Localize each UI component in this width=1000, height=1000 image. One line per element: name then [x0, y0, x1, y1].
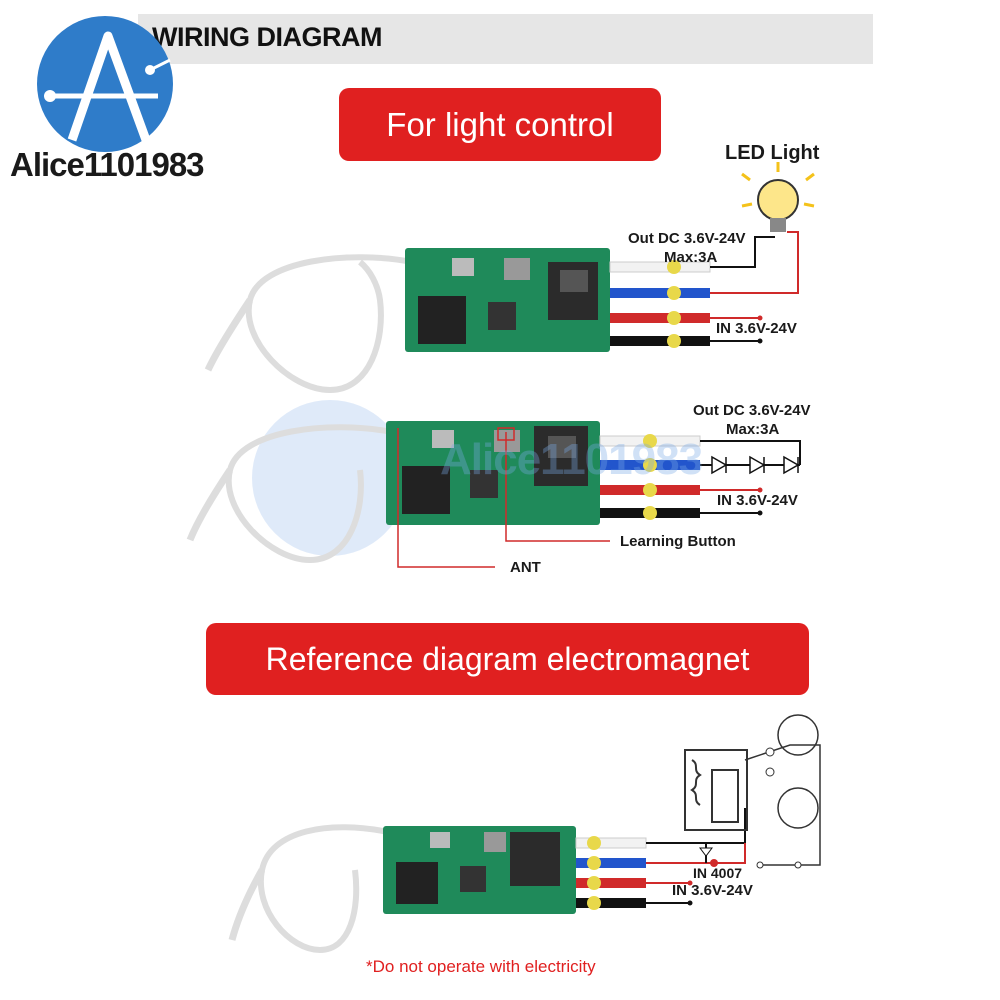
learning-button-label: Learning Button — [620, 533, 736, 550]
led-bulb-icon — [741, 162, 815, 232]
max-current-label-1: Max:3A — [664, 249, 718, 266]
section-title-electromagnet: Reference diagram electromagnet — [206, 623, 809, 695]
safety-note: *Do not operate with electricity — [366, 957, 596, 976]
out-voltage-label-1: Out DC 3.6V-24V — [628, 230, 746, 247]
section-title-light-control: For light control — [339, 88, 661, 161]
wires-2 — [397, 427, 801, 568]
watermark-logo — [252, 400, 408, 556]
page-title: WIRING DIAGRAM — [152, 22, 382, 52]
wires-1 — [609, 231, 799, 348]
out-voltage-label-2: Out DC 3.6V-24V — [693, 402, 811, 419]
in-voltage-label-1: IN 3.6V-24V — [716, 320, 797, 337]
header-banner — [138, 14, 873, 64]
module-board-1 — [204, 248, 610, 394]
led-light-label: LED Light — [725, 142, 820, 164]
watermark-text: Alice1101983 — [440, 435, 703, 484]
in-voltage-label-3: IN 3.6V-24V — [672, 882, 753, 899]
wires-3 — [575, 808, 746, 910]
electromagnet-relay-icon — [684, 714, 821, 869]
diode-label: IN 4007 — [693, 865, 743, 881]
logo-text: Alice1101983 — [10, 146, 205, 183]
module-board-3 — [228, 824, 576, 954]
in-voltage-label-2: IN 3.6V-24V — [717, 492, 798, 509]
module-board-2 — [186, 421, 600, 564]
antenna-label: ANT — [510, 559, 541, 576]
max-current-label-2: Max:3A — [726, 421, 780, 438]
